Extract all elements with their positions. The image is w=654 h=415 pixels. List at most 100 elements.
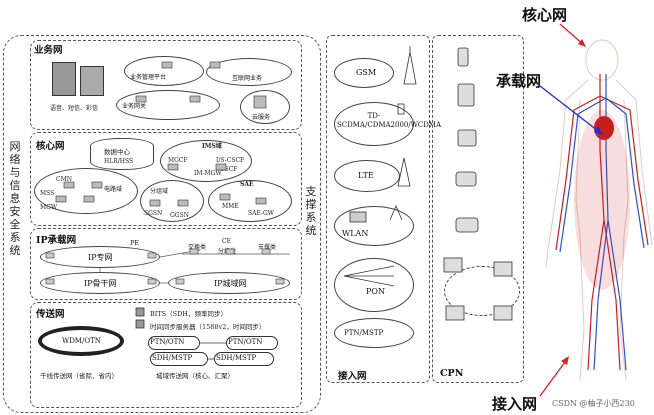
3g-ellipse (334, 102, 414, 146)
ip-backbone-ellipse (40, 272, 160, 294)
router-icon (45, 278, 55, 285)
transport-title: 传送网 (36, 309, 65, 320)
time-sync-label: 时间同步服务器（1588v2，时间同步） (150, 323, 266, 331)
torso-leg-outline (575, 99, 629, 381)
vein-path (559, 74, 645, 371)
mgw-label: MGW (40, 204, 58, 211)
antenna-icon (397, 103, 405, 115)
router-icon (219, 193, 231, 201)
mme-label: MME (222, 203, 239, 210)
cscf-label: CSCF (220, 166, 238, 173)
router-icon (83, 195, 95, 203)
sdh-mstp-label-1: SDH/MSTP (152, 354, 193, 362)
business-mgmt-cloud (124, 56, 204, 86)
bearer-arrowhead (594, 126, 603, 135)
cell-tower-icon (397, 157, 411, 187)
head-outline (585, 39, 619, 81)
data-center-cylinder (90, 138, 154, 170)
bits-icon (135, 307, 145, 317)
ip-metro-label: IP城域网 (214, 279, 247, 288)
ptn-otn-label-1: PTN/OTN (150, 338, 185, 346)
body-tint (574, 110, 630, 290)
desktop-computer-icon (443, 257, 463, 273)
service-gateway-label: 业务网关 (122, 103, 147, 110)
data-center-label: 数据中心 (104, 148, 130, 156)
sae-label: SAE (240, 181, 254, 188)
im-mgw-label: IM-MGW (194, 170, 222, 177)
switch-icon (189, 248, 199, 255)
core-network-layer (30, 132, 302, 226)
desktop-computer-icon (445, 305, 465, 321)
pe-label: PE (130, 239, 140, 247)
access-point-icon (349, 211, 367, 223)
router-icon (215, 163, 227, 171)
router-icon (147, 278, 157, 285)
voice-sms-label: 语音、短信、彩信 (50, 105, 99, 112)
ptn-otn-label-2: PTN/OTN (228, 338, 263, 346)
internet-service-label: 互联网业务 (232, 75, 263, 82)
mss-label: MSS (40, 190, 55, 197)
cpn-panel (432, 35, 524, 383)
router-icon (161, 61, 173, 69)
gsm-ellipse (334, 58, 394, 88)
circuit-domain-ellipse (34, 168, 138, 214)
sdh-mstp-box-2 (214, 352, 274, 366)
wifi-tower-icon (389, 204, 403, 221)
router-icon (167, 163, 179, 171)
router-icon (45, 252, 55, 259)
router-icon (55, 195, 67, 203)
transport-layer (30, 302, 302, 408)
hlr-hss-label: HLR/HSS (104, 158, 134, 165)
router-icon (135, 95, 147, 103)
metro-transport-label: 城域传送网（核心、汇聚） (156, 372, 234, 380)
switch-icon (261, 248, 271, 255)
security-system-label: 网络与信息安全系统 (9, 140, 21, 257)
sae-gw-label: SAE-GW (248, 210, 274, 217)
lte-label: LTE (358, 171, 374, 180)
core-network-title: 核心网 (36, 141, 65, 152)
left-panel (3, 35, 321, 413)
packet-domain-label: 分组域 (150, 188, 169, 195)
cpn-title: CPN (440, 368, 464, 379)
router-icon (147, 252, 157, 259)
support-class-label: 支撑类 (258, 244, 277, 251)
support-system-label: 支撑系统 (305, 185, 317, 237)
sdh-mstp-box-1 (150, 352, 208, 366)
business-mgmt-label: 业务管理平台 (130, 74, 167, 81)
server-rack-icon (80, 66, 104, 96)
3g-label: TD-SCDMA/CDMA2000/WCDMA (337, 112, 442, 129)
tablet-icon (457, 83, 475, 107)
router-icon (63, 181, 75, 189)
sae-ellipse (208, 180, 292, 222)
mgcf-label: MGCF (168, 157, 188, 164)
ptn-mstp-ellipse (334, 318, 414, 348)
wdm-otn-label: WDM/OTN (62, 337, 101, 345)
router-icon (149, 199, 161, 207)
ptn-otn-box-2 (226, 336, 278, 350)
ggsn-label: GGSN (170, 212, 189, 219)
router-icon (255, 197, 267, 205)
human-body-figure (545, 39, 653, 381)
fiber-line (343, 265, 395, 277)
cell-tower-icon (403, 51, 417, 85)
ip-bearer-title: IP承载网 (36, 235, 77, 246)
sgsn-label: SGSN (144, 210, 163, 217)
artery-path (555, 74, 649, 371)
bearer-network-callout: 承载网 (496, 72, 542, 90)
wdm-otn-ring (38, 326, 124, 356)
sdh-mstp-label-2: SDH/MSTP (216, 354, 257, 362)
desktop-computer-icon (493, 305, 513, 321)
wlan-label: WLAN (342, 229, 369, 238)
handset-icon (457, 129, 477, 147)
service-network-title: 业务网 (34, 45, 63, 56)
internet-service-cloud (206, 58, 292, 86)
trunk-transport-label: 干线传送网（省际、省内） (40, 372, 118, 380)
router-icon (175, 278, 185, 285)
gsm-label: GSM (356, 68, 377, 77)
circuit-domain-label: 电路域 (104, 186, 123, 193)
ptn-otn-box-1 (148, 336, 200, 350)
ip-backbone-label: IP骨干网 (84, 279, 117, 288)
is-cscf-label: I/S-CSCF (216, 157, 245, 164)
ims-domain-label: IMS域 (202, 143, 222, 150)
